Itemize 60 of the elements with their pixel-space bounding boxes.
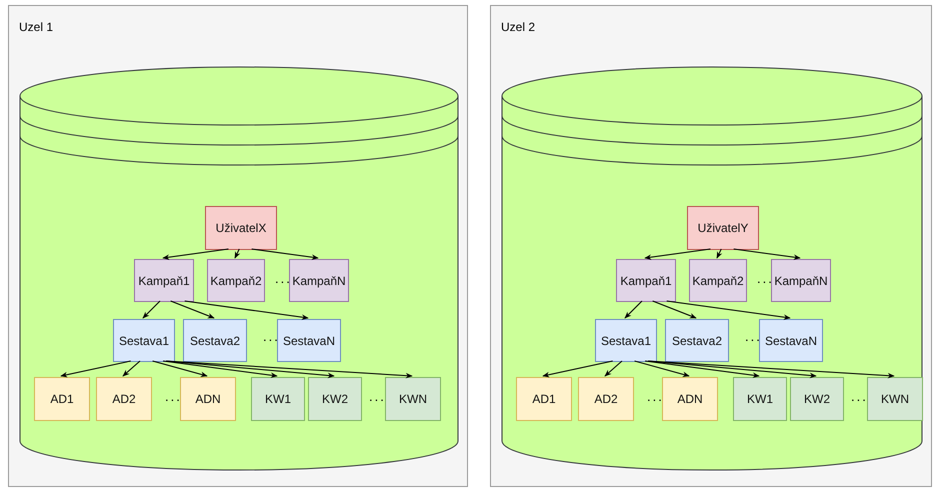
arrow xyxy=(648,360,895,378)
node-panel xyxy=(8,5,468,487)
panel-title: Uzel 2 xyxy=(501,19,536,36)
node-panel xyxy=(490,5,932,487)
set-box: Sestava2 xyxy=(183,319,247,362)
keyword-box: KWN xyxy=(385,377,441,421)
arrow xyxy=(644,248,711,260)
keyword-box: KW2 xyxy=(790,377,844,421)
keyword-box: KW2 xyxy=(308,377,362,421)
ellipsis: ... xyxy=(165,390,182,403)
set-box: Sestava1 xyxy=(595,319,657,362)
campaign-box: KampaňN xyxy=(771,259,831,302)
arrow xyxy=(644,360,760,378)
ad-box: AD1 xyxy=(516,377,572,421)
ad-box: ADN xyxy=(180,377,236,421)
arrow xyxy=(624,300,642,318)
ellipsis: ... xyxy=(757,272,774,285)
arrow xyxy=(170,300,215,318)
arrow xyxy=(162,248,229,260)
arrow xyxy=(634,360,690,378)
arrow xyxy=(234,248,240,259)
set-box: Sestava1 xyxy=(113,319,175,362)
arrow xyxy=(60,360,132,378)
ellipsis: ... xyxy=(745,330,762,343)
keyword-box: KWN xyxy=(867,377,923,421)
user-box: UživatelY xyxy=(687,206,759,250)
arrow xyxy=(162,360,278,378)
ad-box: AD1 xyxy=(34,377,90,421)
arrow xyxy=(152,360,208,378)
keyword-box: KW1 xyxy=(251,377,305,421)
arrow xyxy=(142,300,160,318)
ellipsis: ... xyxy=(275,272,292,285)
arrow xyxy=(733,248,801,260)
arrow xyxy=(251,248,319,260)
ellipsis: ... xyxy=(263,330,280,343)
campaign-box: Kampaň1 xyxy=(134,259,194,302)
user-box: UživatelX xyxy=(205,206,277,250)
campaign-box: Kampaň1 xyxy=(616,259,676,302)
ad-box: AD2 xyxy=(96,377,152,421)
set-box: SestavaN xyxy=(759,319,823,362)
arrow xyxy=(666,300,791,320)
set-box: SestavaN xyxy=(277,319,341,362)
keyword-box: KW1 xyxy=(733,377,787,421)
arrow xyxy=(604,360,622,376)
panel-title: Uzel 1 xyxy=(19,19,54,36)
arrow xyxy=(716,248,722,259)
arrow xyxy=(184,300,309,320)
arrow xyxy=(166,360,413,378)
campaign-box: Kampaň2 xyxy=(689,259,747,302)
arrow xyxy=(542,360,614,378)
ad-box: AD2 xyxy=(578,377,634,421)
campaign-box: Kampaň2 xyxy=(207,259,265,302)
campaign-box: KampaňN xyxy=(289,259,349,302)
ellipsis: ... xyxy=(369,390,386,403)
set-box: Sestava2 xyxy=(665,319,729,362)
ellipsis: ... xyxy=(851,390,868,403)
arrow xyxy=(652,300,697,318)
arrow xyxy=(122,360,140,376)
ad-box: ADN xyxy=(662,377,718,421)
ellipsis: ... xyxy=(647,390,664,403)
